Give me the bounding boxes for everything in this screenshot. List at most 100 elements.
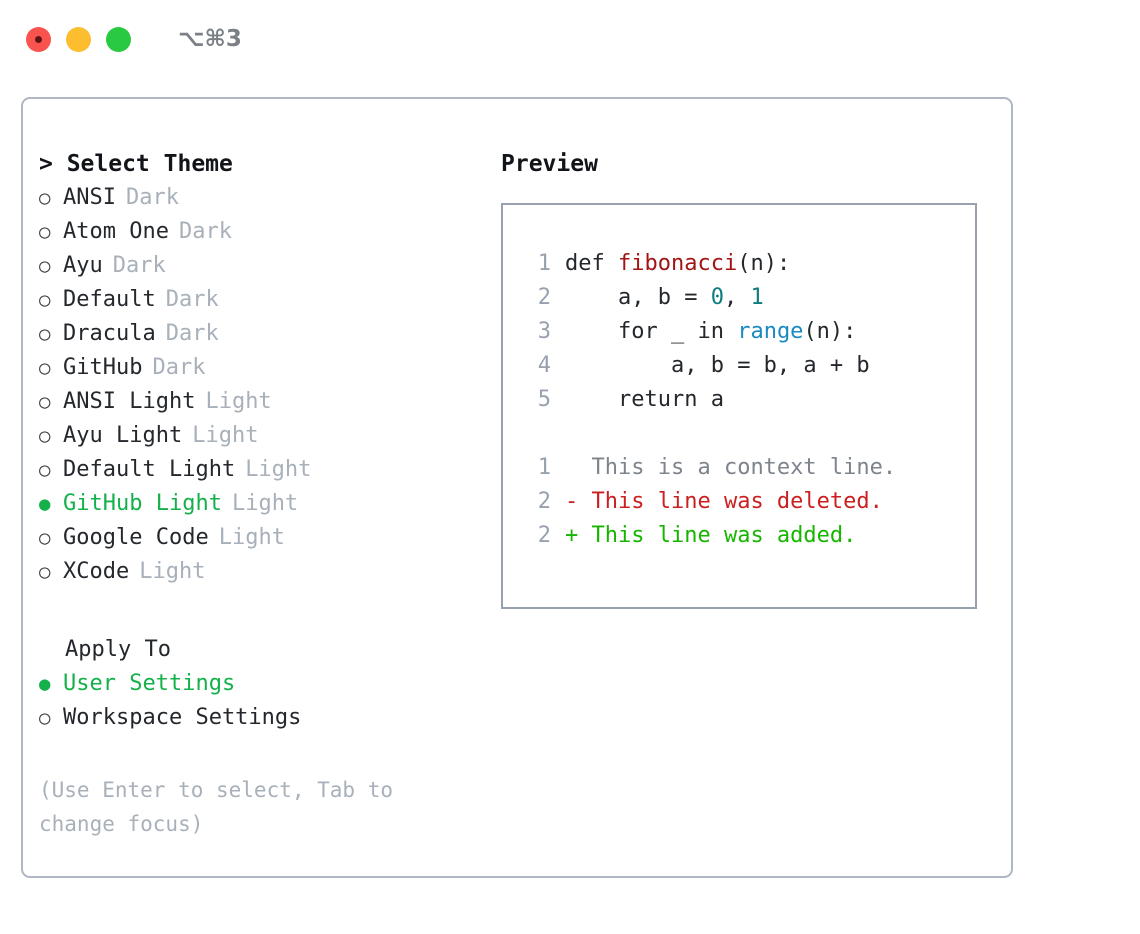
theme-variant-tag: Light <box>231 491 299 516</box>
theme-variant-tag: Light <box>218 525 285 550</box>
code-token: fibonacci <box>617 251 738 276</box>
line-number: 3 <box>537 319 551 344</box>
radio-unselected-icon[interactable]: ○ <box>39 187 51 209</box>
select-theme-heading: > Select Theme <box>39 151 233 177</box>
line-number: 2 <box>537 523 551 548</box>
code-line: 4 a, b = b, a + b <box>503 349 975 383</box>
section-spacer <box>39 589 499 633</box>
code-line-text: def fibonacci(n): <box>565 247 790 281</box>
line-number: 4 <box>537 353 551 378</box>
radio-selected-icon[interactable]: ● <box>39 673 51 695</box>
theme-variant-tag: Light <box>192 423 259 448</box>
diff-line: 1 This is a context line. <box>503 451 975 485</box>
code-line-text: for _ in range(n): <box>565 315 856 349</box>
code-token: range <box>737 319 804 344</box>
code-token: (n): <box>803 319 857 344</box>
theme-variant-tag: Dark <box>178 219 232 244</box>
radio-unselected-icon[interactable]: ○ <box>39 527 51 549</box>
radio-unselected-icon[interactable]: ○ <box>39 459 51 481</box>
line-number: 1 <box>537 251 551 276</box>
theme-list-item[interactable]: ● GitHub Light Light <box>39 487 499 521</box>
theme-list-item[interactable]: ○ Atom One Dark <box>39 215 499 249</box>
apply-to-item[interactable]: ○ Workspace Settings <box>39 701 499 735</box>
theme-variant-tag: Dark <box>165 321 219 346</box>
radio-unselected-icon[interactable]: ○ <box>39 707 51 729</box>
diff-marker: - <box>565 489 592 514</box>
line-number: 5 <box>537 387 551 412</box>
theme-list-item[interactable]: ○ ANSI Light Light <box>39 385 499 419</box>
code-line: 3 for _ in range(n): <box>503 315 975 349</box>
minimize-window-icon[interactable] <box>66 26 91 52</box>
theme-list-item[interactable]: ○ Ayu Light Light <box>39 419 499 453</box>
diff-line-text: This is a context line. <box>591 455 897 480</box>
diff-marker: + <box>565 523 592 548</box>
maximize-window-icon[interactable] <box>106 26 131 52</box>
code-token: (n): <box>737 251 791 276</box>
code-line: 1 def fibonacci(n): <box>503 247 975 281</box>
close-window-icon[interactable] <box>26 26 51 52</box>
code-line-text: return a <box>565 383 724 417</box>
code-token: a, b = b, a + b <box>670 353 870 378</box>
theme-variant-tag: Dark <box>112 253 166 278</box>
radio-unselected-icon[interactable]: ○ <box>39 391 51 413</box>
theme-name-label: Ayu <box>63 253 103 278</box>
theme-name-label: Atom One <box>63 219 169 244</box>
theme-name-label: ANSI Light <box>63 389 196 414</box>
diff-line: 2- This line was deleted. <box>503 485 975 519</box>
code-line-text: a, b = b, a + b <box>565 349 870 383</box>
apply-to-heading: Apply To <box>65 637 171 662</box>
radio-selected-icon[interactable]: ● <box>39 493 51 515</box>
theme-variant-tag: Light <box>205 389 272 414</box>
line-number: 2 <box>537 285 551 310</box>
radio-unselected-icon[interactable]: ○ <box>39 255 51 277</box>
radio-unselected-icon[interactable]: ○ <box>39 221 51 243</box>
preview-heading: Preview <box>501 151 598 177</box>
theme-name-label: Default <box>63 287 156 312</box>
code-token: a, b = <box>617 285 711 310</box>
theme-name-label: Default Light <box>63 457 236 482</box>
code-token: 0 <box>710 285 724 310</box>
apply-to-label: Workspace Settings <box>63 705 302 730</box>
theme-list-item[interactable]: ○ XCode Light <box>39 555 499 589</box>
keyboard-hint-text: (Use Enter to select, Tab to change focu… <box>39 778 394 836</box>
code-token: , <box>723 285 751 310</box>
code-line: 5 return a <box>503 383 975 417</box>
theme-name-label: GitHub Light <box>63 491 222 516</box>
title-bar: ⌥⌘3 <box>0 0 1140 78</box>
diff-sample: 1 This is a context line.2- This line wa… <box>503 451 975 553</box>
radio-unselected-icon[interactable]: ○ <box>39 289 51 311</box>
diff-marker <box>565 451 592 485</box>
line-number: 1 <box>537 455 551 480</box>
theme-name-label: XCode <box>63 559 130 584</box>
theme-list-item[interactable]: ○ Ayu Dark <box>39 249 499 283</box>
radio-unselected-icon[interactable]: ○ <box>39 357 51 379</box>
theme-variant-tag: Light <box>245 457 312 482</box>
apply-to-list[interactable]: ●User Settings ○ Workspace Settings <box>39 667 499 735</box>
code-token: def <box>565 251 618 276</box>
radio-unselected-icon[interactable]: ○ <box>39 425 51 447</box>
code-token: 1 <box>750 285 764 310</box>
theme-name-label: GitHub <box>63 355 143 380</box>
theme-list-item[interactable]: ○ Default Light Light <box>39 453 499 487</box>
code-line-text: a, b = 0, 1 <box>565 281 764 315</box>
theme-variant-tag: Light <box>139 559 206 584</box>
radio-unselected-icon[interactable]: ○ <box>39 561 51 583</box>
line-number: 2 <box>537 489 551 514</box>
diff-line-text: This line was deleted. <box>591 489 883 514</box>
code-line: 2 a, b = 0, 1 <box>503 281 975 315</box>
apply-to-item[interactable]: ●User Settings <box>39 667 499 701</box>
radio-unselected-icon[interactable]: ○ <box>39 323 51 345</box>
theme-name-label: Ayu Light <box>63 423 183 448</box>
diff-line-text: This line was added. <box>591 523 857 548</box>
